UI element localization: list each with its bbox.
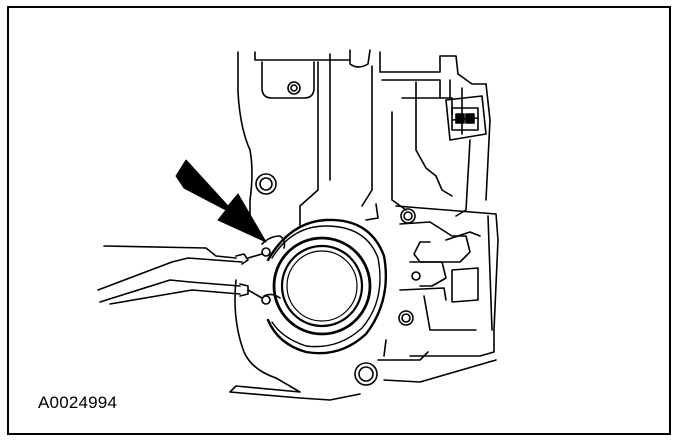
engine-block — [229, 49, 499, 401]
bolt-holes — [255, 81, 421, 386]
figure-frame — [7, 6, 671, 435]
pointer-arrow — [175, 159, 267, 243]
rear-oil-seal — [261, 218, 388, 355]
seal-removal-tool — [97, 245, 271, 305]
sensor-connector — [445, 95, 487, 141]
bracket — [399, 221, 481, 331]
figure-id-label: A0024994 — [38, 393, 118, 412]
